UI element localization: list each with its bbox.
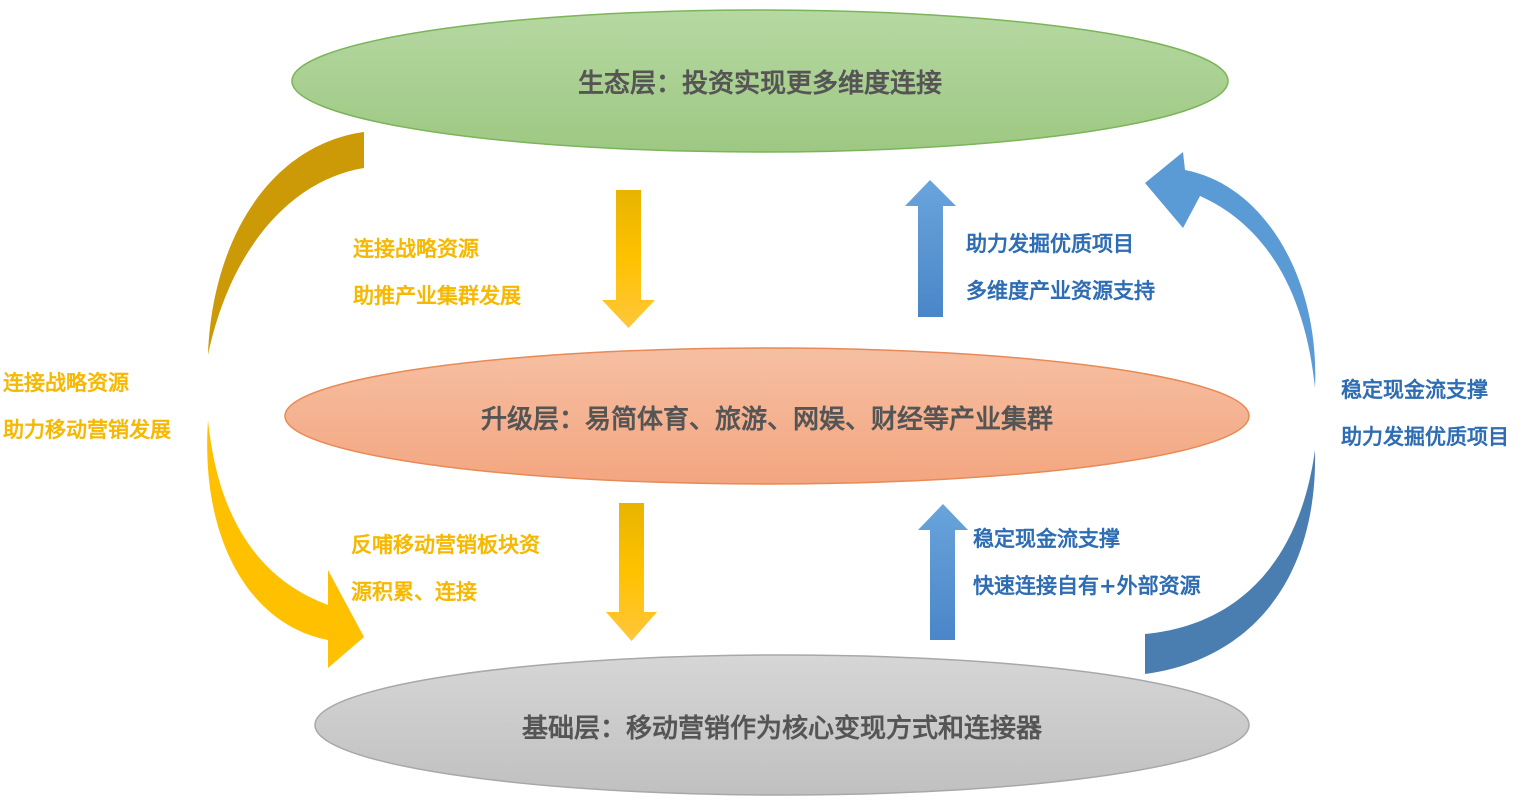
foundation-layer: 基础层：移动营销作为核心变现方式和连接器 [314,654,1250,796]
left-curve-lower-arrow-icon [207,420,364,668]
upgrade-ellipse [284,347,1250,485]
note-line: 助力发掘优质项目 [1341,425,1509,449]
note-top-left-inner: 连接战略资源 助推产业集群发展 [353,226,521,320]
left-curve-upper-icon [208,132,364,355]
ecosystem-layer: 生态层：投资实现更多维度连接 [291,9,1229,153]
right-curve-lower-icon [1145,450,1316,674]
note-line: 快速连接自有+外部资源 [973,574,1201,598]
down-arrow-bottom-icon [606,503,657,641]
note-line: 反哺移动营销板块资 [351,533,540,557]
note-line: 源积累、连接 [351,580,477,604]
note-line: 连接战略资源 [3,371,129,395]
note-line: 多维度产业资源支持 [966,279,1155,303]
note-top-right-inner: 助力发掘优质项目 多维度产业资源支持 [966,221,1155,315]
foundation-label: 基础层：移动营销作为核心变现方式和连接器 [522,713,1043,744]
up-arrow-bottom-icon [918,504,968,640]
note-line: 助力发掘优质项目 [966,232,1134,256]
note-bottom-left-inner: 反哺移动营销板块资 源积累、连接 [351,522,540,616]
right-curve-upper-arrow-icon [1145,152,1316,388]
upgrade-layer: 升级层：易简体育、旅游、网娱、财经等产业集群 [284,347,1250,485]
note-bottom-right-inner: 稳定现金流支撑 快速连接自有+外部资源 [973,516,1201,610]
note-line: 稳定现金流支撑 [1341,378,1488,402]
up-arrow-top-icon [905,180,956,317]
note-line: 连接战略资源 [353,237,479,261]
foundation-ellipse [314,654,1250,796]
note-right-outer: 稳定现金流支撑 助力发掘优质项目 [1341,367,1509,461]
ecosystem-ellipse [291,9,1229,153]
note-line: 助力移动营销发展 [3,418,171,442]
note-left-outer: 连接战略资源 助力移动营销发展 [3,360,171,454]
ecosystem-label: 生态层：投资实现更多维度连接 [578,68,942,99]
note-line: 稳定现金流支撑 [973,527,1120,551]
down-arrow-top-icon [602,190,655,328]
note-line: 助推产业集群发展 [353,284,521,308]
upgrade-label: 升级层：易简体育、旅游、网娱、财经等产业集群 [481,404,1053,435]
